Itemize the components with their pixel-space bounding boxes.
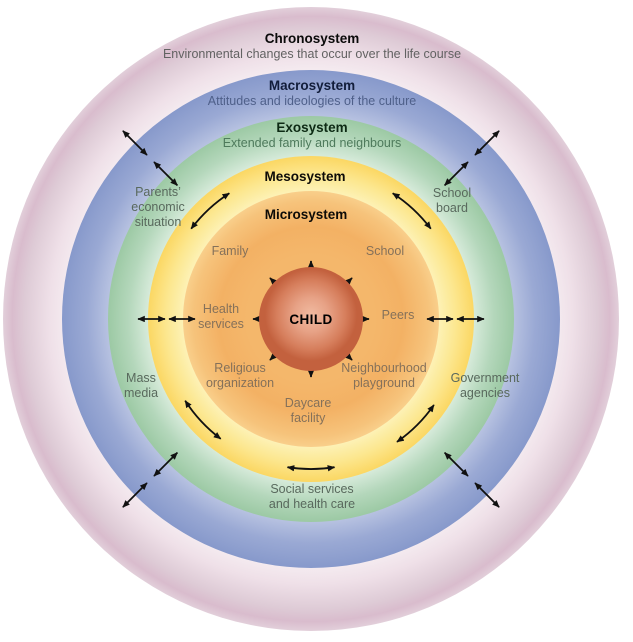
label-school-board: School board: [432, 186, 472, 215]
label-daycare-facility: Daycare facility: [284, 396, 332, 425]
exosystem-title: Exosystem: [276, 120, 348, 135]
label-family: Family: [211, 244, 249, 258]
label-parents-economic-situation: Parents’ economic situation: [131, 185, 185, 229]
macrosystem-title: Macrosystem: [268, 78, 356, 93]
label-neighbourhood-playground: Neighbourhood playground: [341, 361, 427, 390]
microsystem-title: Microsystem: [264, 207, 348, 222]
chronosystem-title: Chronosystem: [264, 31, 360, 46]
chronosystem-subtitle: Environmental changes that occur over th…: [162, 47, 462, 61]
label-peers: Peers: [381, 308, 415, 322]
label-health-services: Health services: [198, 302, 244, 331]
label-mass-media: Mass media: [123, 371, 159, 400]
outer-boundary-double-arrow-icons: [122, 130, 500, 508]
label-school: School: [365, 244, 405, 258]
child-label: CHILD: [289, 311, 333, 327]
mesosystem-link-arrow-icons: [184, 192, 435, 472]
exosystem-subtitle: Extended family and neighbours: [222, 136, 402, 150]
macrosystem-subtitle: Attitudes and ideologies of the culture: [207, 94, 417, 108]
child-circle: CHILD: [259, 267, 363, 371]
label-government-agencies: Government agencies: [450, 371, 520, 400]
mesosystem-title: Mesosystem: [264, 169, 346, 184]
label-social-services: Social services and health care: [268, 482, 356, 511]
label-religious-organization: Religious organization: [205, 361, 275, 390]
